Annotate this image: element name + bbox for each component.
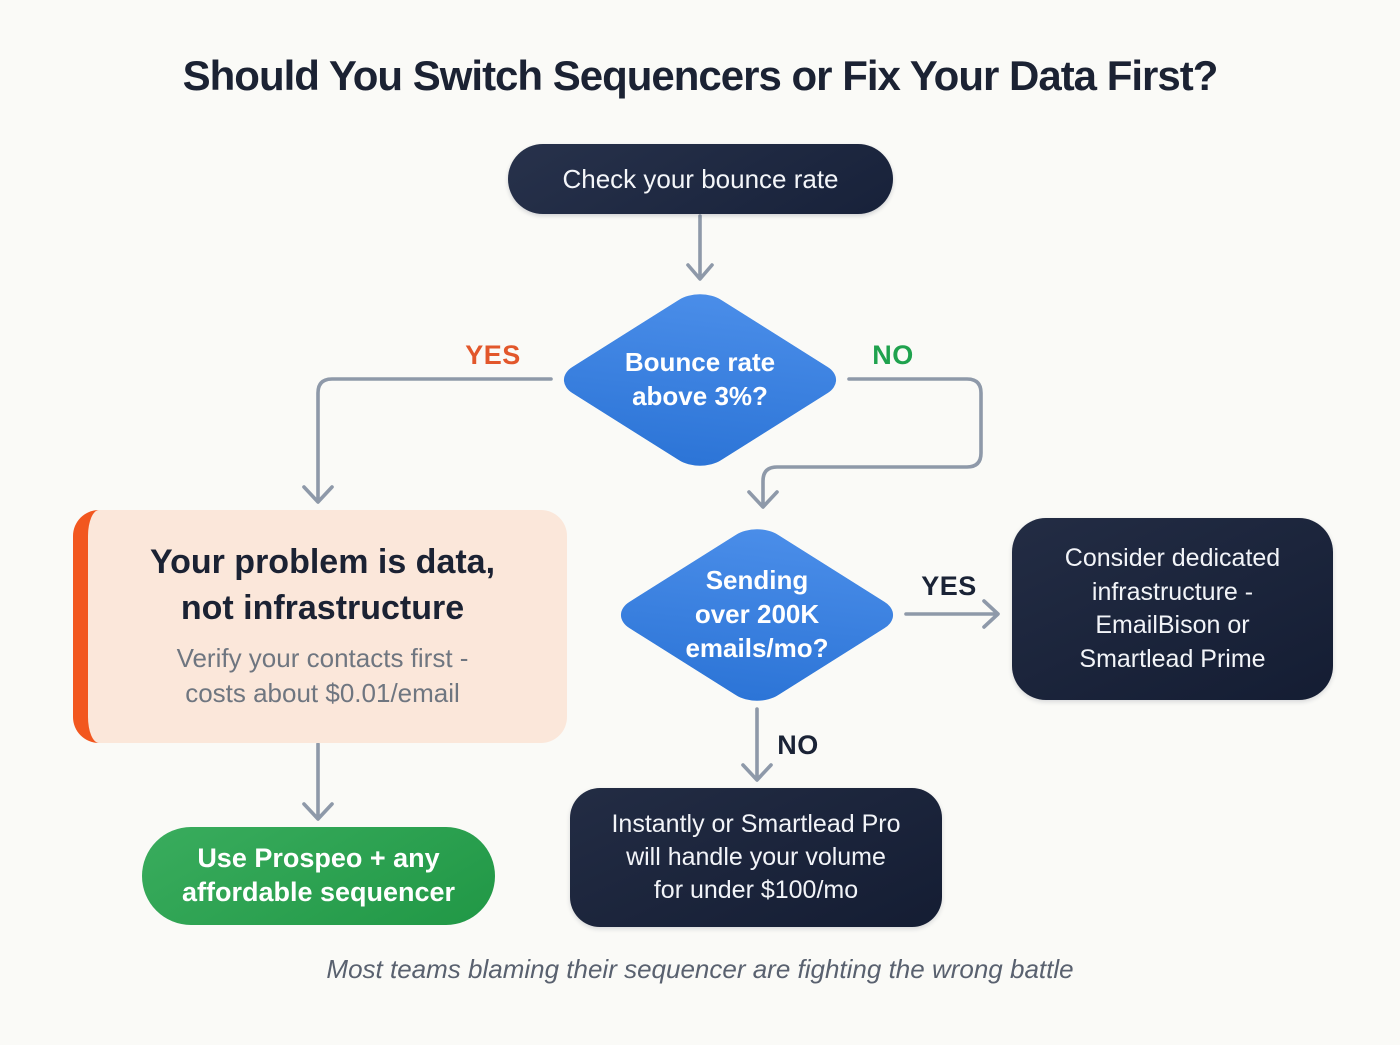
node-instantly-smartlead: Instantly or Smartlead Pro will handle y…: [570, 788, 942, 927]
branch-label-volume-yes: YES: [921, 571, 977, 601]
branch-label-volume-no: NO: [777, 730, 819, 760]
footer-note: Most teams blaming their sequencer are f…: [326, 954, 1074, 984]
connector-volume-no-to-volume-card: [741, 707, 773, 782]
decision-bounce-rate-label: Bounce rate above 3%?: [624, 347, 776, 411]
node-check-bounce-rate-label: Check your bounce rate: [562, 163, 839, 194]
connector-volume-yes-to-dedicated-card: [904, 599, 1000, 629]
node-dedicated-infrastructure: Consider dedicated infrastructure - Emai…: [1012, 518, 1333, 700]
card-problem-subtitle: Verify your contacts first - costs about…: [176, 643, 469, 708]
decision-volume-label: Sending over 200K emails/mo?: [685, 565, 829, 663]
page-title: Should You Switch Sequencers or Fix Your…: [182, 52, 1219, 99]
connector-start-to-bounce-decision: [686, 214, 714, 281]
branch-label-bounce-yes: YES: [465, 340, 521, 370]
card-problem-title: Your problem is data, not infrastructure: [149, 542, 496, 628]
node-check-bounce-rate: Check your bounce rate: [508, 144, 893, 214]
connector-bounce-yes-to-problem-card: [302, 377, 553, 504]
connector-problem-card-to-green-pill: [302, 742, 334, 821]
card-problem-is-data: Your problem is data, not infrastructure…: [73, 510, 567, 743]
node-use-prospeo: Use Prospeo + any affordable sequencer: [142, 827, 495, 925]
branch-label-bounce-no: NO: [872, 340, 914, 370]
